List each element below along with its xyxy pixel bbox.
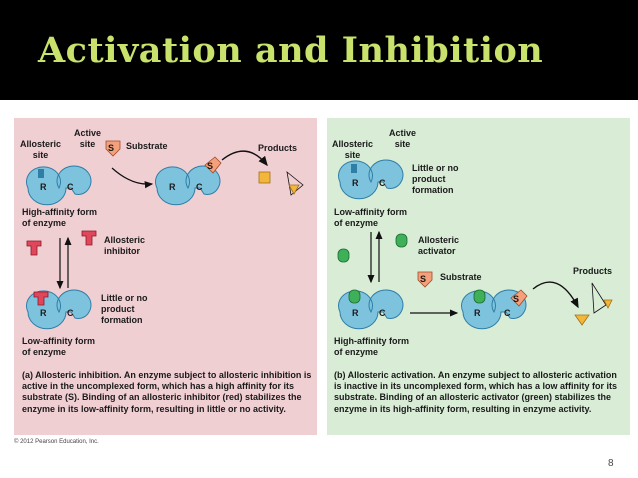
label-s: S [108, 143, 114, 153]
enzyme-high-affinity-b: R C [338, 289, 404, 330]
label-little-or-no-b: Little or no product formation [412, 163, 459, 195]
caption-a-title: (a) Allosteric inhibition. [22, 370, 122, 380]
allosteric-activator-b [337, 233, 408, 263]
enzyme-low-affinity-a: R C [26, 289, 92, 330]
svg-text:R: R [352, 308, 359, 318]
page-number: 8 [608, 458, 614, 469]
svg-text:C: C [67, 308, 74, 318]
label-low-affinity-a: Low-affinity form of enzyme [22, 336, 95, 357]
copyright: © 2012 Pearson Education, Inc. [14, 439, 99, 445]
label-allosteric-inhibitor: Allosteric inhibitor [104, 235, 146, 256]
svg-text:S: S [420, 274, 426, 284]
allosteric-inhibitor-a [26, 230, 97, 256]
caption-b: (b) Allosteric activation. An enzyme sub… [334, 370, 624, 415]
title-bar: Activation and Inhibition [0, 0, 638, 100]
substrate-a: S [105, 140, 121, 157]
label-substrate-a: Substrate [126, 141, 168, 151]
svg-text:R: R [352, 178, 359, 188]
label-products-a: Products [258, 143, 298, 153]
products-b [574, 282, 613, 326]
enzyme-substrate-complex-a: R C S [155, 156, 222, 206]
label-allosteric-site-b: Allosteric site [332, 139, 374, 160]
enzyme-low-affinity-b: R C [338, 159, 404, 200]
enzyme-substrate-complex-b: S R C [461, 289, 528, 330]
caption-b-title: (b) Allosteric activation. [334, 370, 436, 380]
caption-a: (a) Allosteric inhibition. An enzyme sub… [22, 370, 312, 415]
label-allosteric-site-a: Allosteric site [20, 139, 62, 160]
label-little-or-no-a: Little or no product formation [101, 293, 148, 325]
label-products-b: Products [573, 266, 613, 276]
enzyme-high-affinity-a: R C [26, 165, 92, 206]
label-active-site-a: Active site [74, 128, 102, 149]
products-a [258, 171, 304, 196]
svg-text:C: C [504, 308, 511, 318]
slide-title: Activation and Inhibition [38, 30, 544, 71]
svg-text:C: C [196, 182, 203, 192]
svg-text:R: R [474, 308, 481, 318]
svg-text:R: R [169, 182, 176, 192]
label-substrate-b: Substrate [440, 272, 482, 282]
label-active-site-b: Active site [389, 128, 417, 149]
label-r: R [40, 182, 47, 192]
label-high-affinity-a: High-affinity form of enzyme [22, 207, 97, 228]
label-low-affinity-b: Low-affinity form of enzyme [334, 207, 407, 228]
caption-b-text: An enzyme subject to allosteric activati… [334, 370, 618, 414]
svg-text:C: C [379, 308, 386, 318]
label-c: C [67, 182, 74, 192]
caption-a-text: An enzyme subject to allosteric inhibiti… [22, 370, 312, 414]
label-high-affinity-b: High-affinity form of enzyme [334, 336, 409, 357]
svg-text:S: S [207, 161, 213, 171]
svg-text:R: R [40, 308, 47, 318]
label-allosteric-activator: Allosteric activator [418, 235, 460, 256]
svg-text:C: C [379, 178, 386, 188]
substrate-b: S [417, 271, 433, 288]
svg-text:S: S [513, 294, 519, 304]
